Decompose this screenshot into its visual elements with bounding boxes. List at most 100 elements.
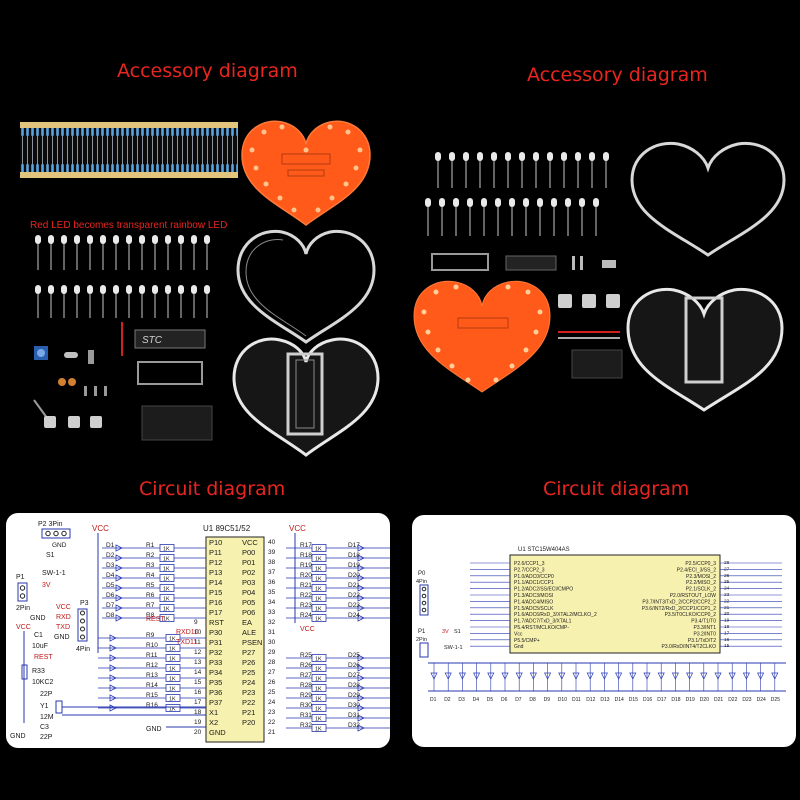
chip-pin-right: P04 xyxy=(242,588,255,597)
chip-pin-right: P24 xyxy=(242,678,255,687)
resistor-label: R9 xyxy=(146,632,155,639)
resistor-symbol xyxy=(311,544,327,552)
led-label: D5 xyxy=(487,697,494,703)
stc-pin-left: P1.6/ADC6/RxD_3/XTAL2/MCLKO_2 xyxy=(514,612,597,618)
led-symbol xyxy=(700,672,708,680)
chip-pin-number: 21 xyxy=(268,729,276,736)
resistor-symbol xyxy=(159,554,175,562)
p1-label: P1 xyxy=(16,574,25,581)
chip-pin-number: 32 xyxy=(268,619,276,626)
stc-pin-right: P2.4/ECI_3/SS_2 xyxy=(677,567,716,573)
led-symbol xyxy=(357,684,365,692)
resistor-label: R13 xyxy=(146,672,158,679)
led-symbol xyxy=(357,584,365,592)
led-label: D26 xyxy=(348,662,360,669)
mcu-chip-right xyxy=(505,255,557,271)
p1-header xyxy=(17,582,28,602)
resistor-label: R5 xyxy=(146,582,155,589)
led-label: D20 xyxy=(700,697,709,703)
stc-pin-left: P1.0/ADC0/CCP0 xyxy=(514,574,554,580)
resistor-symbol xyxy=(165,644,181,652)
stc-pin-right: P2.5/CCP0_3 xyxy=(685,561,716,567)
ground-label-top: GND xyxy=(52,542,67,549)
chip-pin-number: 19 xyxy=(194,719,202,726)
resistor-value: 1K xyxy=(169,667,176,673)
resistor-value: 1K xyxy=(315,617,322,623)
resistor-label: R3 xyxy=(146,562,155,569)
chip-pin-left: P16 xyxy=(209,598,222,607)
resistor-symbol xyxy=(311,674,327,682)
ic-socket xyxy=(137,361,203,385)
stc-pin-number: 15 xyxy=(724,643,730,649)
chip-pin-number: 30 xyxy=(268,639,276,646)
chip-pin-left: P11 xyxy=(209,548,222,557)
chip-pin-number: 23 xyxy=(268,709,276,716)
v3-label: 3V xyxy=(42,582,51,589)
clear-heart-frame-right xyxy=(630,141,786,257)
led-label: D6 xyxy=(501,697,508,703)
stc-pin-left: P1.2/ADC2/SS/ECI/CMPO xyxy=(514,587,573,593)
chip-pin-left: GND xyxy=(209,728,226,737)
led-symbol xyxy=(458,672,466,680)
stc-pin-left: P1.7/ADC7/TxD_3/XTAL1 xyxy=(514,619,572,625)
led-symbol xyxy=(109,684,117,692)
led-label: D27 xyxy=(348,672,360,679)
resistor-value: 1K xyxy=(163,597,170,603)
led-symbol xyxy=(115,554,123,562)
resistor-symbol xyxy=(311,684,327,692)
chip-pin-left: P31 xyxy=(209,638,222,647)
chip-pin-left: RST xyxy=(209,618,224,627)
stc-pin-number: 18 xyxy=(724,624,730,630)
chip-pin-number: 36 xyxy=(268,579,276,586)
vcc-label-left: VCC xyxy=(92,524,109,533)
leds-row-a xyxy=(437,158,607,188)
led-symbol xyxy=(615,672,623,680)
resistor-value: 1K xyxy=(163,617,170,623)
chip-pin-left: X1 xyxy=(209,708,218,717)
resistor-symbol xyxy=(159,564,175,572)
led-symbol xyxy=(115,564,123,572)
stc-pin-number: 21 xyxy=(724,605,730,611)
resistor-symbol xyxy=(159,544,175,552)
led-symbol xyxy=(115,574,123,582)
chip-pin-number: 15 xyxy=(194,679,202,686)
resistor-value: 1K xyxy=(163,557,170,563)
led-symbol xyxy=(572,672,580,680)
led-label: D2 xyxy=(106,552,115,559)
resistor-value: 1K xyxy=(315,597,322,603)
chip-pin-number: 29 xyxy=(268,649,276,656)
chip-pin-number: 11 xyxy=(194,639,201,646)
led-label: D8 xyxy=(106,612,115,619)
led-symbol xyxy=(357,714,365,722)
chip-pin-number: 14 xyxy=(194,669,202,676)
p1-sub: 2Pin xyxy=(16,605,30,612)
stc-pin-right: P2.2/MISO_2 xyxy=(686,580,716,586)
chip-pin-left: P34 xyxy=(209,668,222,677)
led-label: D23 xyxy=(348,602,360,609)
stc-pin-right: P3.3/INT1 xyxy=(693,625,716,631)
chip-pin-right: P23 xyxy=(242,688,255,697)
stc-pin-left: P1.5/ADC5/SCLK xyxy=(514,606,554,612)
stc-pin-number: 27 xyxy=(724,566,730,572)
resistor-symbol xyxy=(311,654,327,662)
led-label: D3 xyxy=(106,562,115,569)
resistor-symbol xyxy=(159,594,175,602)
chip-pin-number: 34 xyxy=(268,599,276,606)
led-label: D11 xyxy=(572,697,581,703)
resistor-value: 1K xyxy=(315,587,322,593)
led-row-2 xyxy=(37,290,208,318)
led-symbol xyxy=(357,724,365,732)
resistor-symbol xyxy=(165,704,181,712)
led-label: D29 xyxy=(348,692,360,699)
resistor-symbol xyxy=(165,674,181,682)
txd-label: TXD xyxy=(56,624,70,631)
chip-pin-number: 17 xyxy=(194,699,202,706)
chip-pin-left: P13 xyxy=(209,568,222,577)
stc-pin-left: P5.4/RST/MCLKO/CMP- xyxy=(514,625,569,631)
resistor-value: 1K xyxy=(169,637,176,643)
resistor-tape xyxy=(20,122,238,128)
battery-box-right xyxy=(571,349,623,379)
chip-pin-left: P17 xyxy=(209,608,222,617)
resistor-symbol xyxy=(165,664,181,672)
rxd-pin-label: RXD10 xyxy=(176,629,199,636)
